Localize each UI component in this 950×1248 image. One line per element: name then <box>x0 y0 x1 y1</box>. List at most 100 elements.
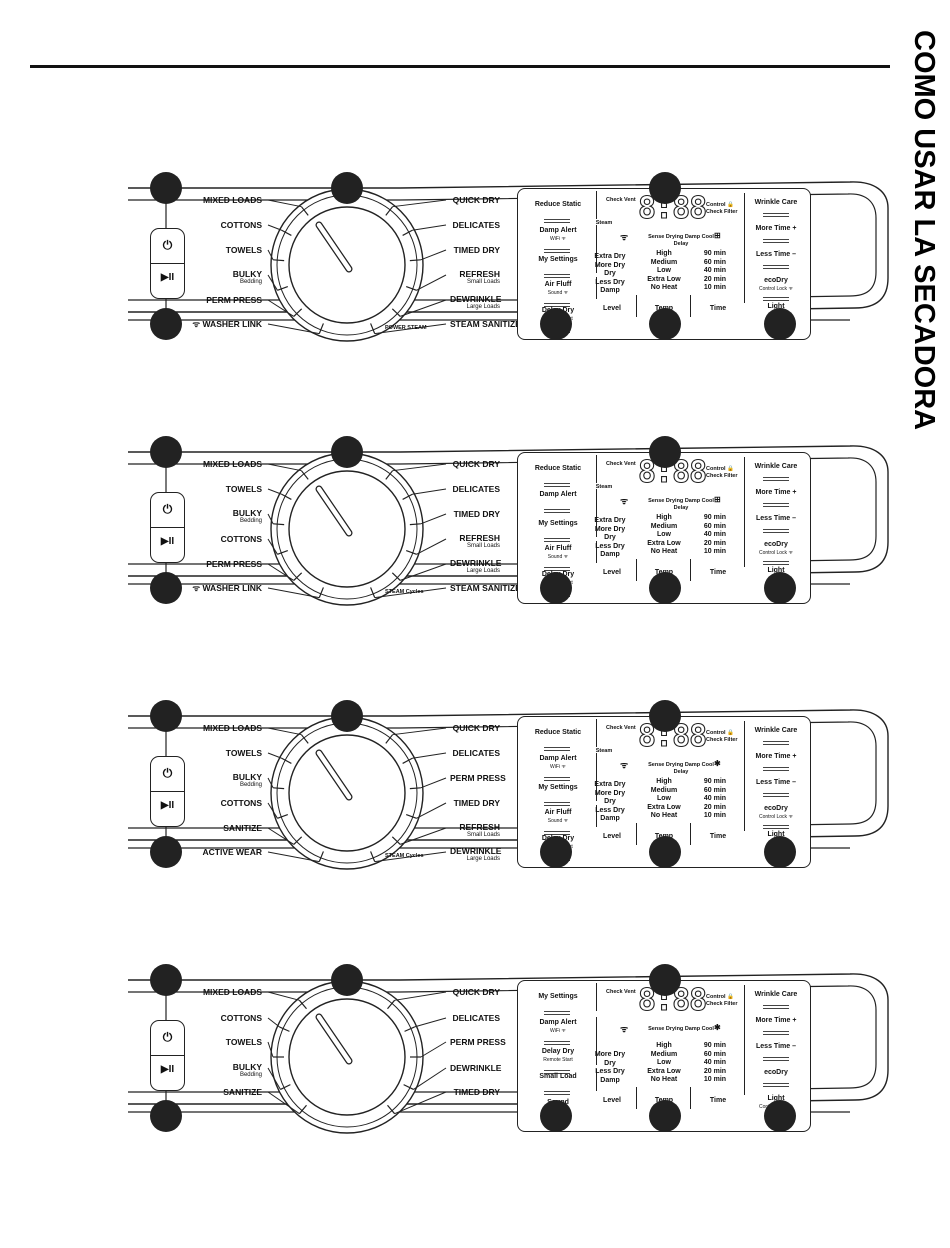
display-more-time--button[interactable]: More Time + <box>748 489 804 498</box>
display-less-time--button[interactable]: Less Time – <box>748 1043 804 1052</box>
display-time-button[interactable]: Time <box>709 833 727 840</box>
display-my-settings-button[interactable]: My Settings <box>526 520 590 529</box>
display-ecodry-button[interactable]: ecoDry <box>748 1069 804 1078</box>
display-level-button[interactable]: Level <box>603 833 621 840</box>
cycle-quick-dry[interactable]: QUICK DRY <box>450 459 500 469</box>
display-my-settings-button[interactable]: My Settings <box>526 993 590 1002</box>
power-icon[interactable]: ⏻ <box>162 766 173 780</box>
level-option: Less Dry <box>595 542 625 550</box>
cycle-cottons[interactable]: COTTONS <box>0 534 262 544</box>
cycle-timed-dry[interactable]: TIMED DRY <box>450 798 500 808</box>
cycle-delicates[interactable]: DELICATES <box>450 484 500 494</box>
cycle-cottons[interactable]: COTTONS <box>0 220 262 230</box>
cycle-timed-dry[interactable]: TIMED DRY <box>450 245 500 255</box>
display-my-settings-button[interactable]: My Settings <box>526 784 590 793</box>
display-time-button[interactable]: Time <box>709 569 727 576</box>
cycle-timed-dry[interactable]: TIMED DRY <box>450 1087 500 1097</box>
cycle-washer-link[interactable]: ᯤ WASHER LINK <box>0 319 262 329</box>
display-reduce-static-button[interactable]: Reduce Static <box>526 201 590 210</box>
display-more-time--button[interactable]: More Time + <box>748 1017 804 1026</box>
display-wrinkle-care-button[interactable]: Wrinkle Care <box>748 727 804 736</box>
power-icon[interactable]: ⏻ <box>162 238 173 252</box>
cycle-delicates[interactable]: DELICATES <box>450 220 500 230</box>
dial-tick <box>277 813 289 819</box>
cycle-mixed-loads[interactable]: MIXED LOADS <box>0 459 262 469</box>
display-my-settings-button[interactable]: My Settings <box>526 256 590 265</box>
display-less-time--button[interactable]: Less Time – <box>748 779 804 788</box>
display-less-time--button[interactable]: Less Time – <box>748 515 804 524</box>
display-more-time--button[interactable]: More Time + <box>748 225 804 234</box>
cycle-mixed-loads[interactable]: MIXED LOADS <box>0 987 262 997</box>
cycle-mixed-loads[interactable]: MIXED LOADS <box>0 723 262 733</box>
display-level-button[interactable]: Level <box>603 569 621 576</box>
cycle-delicates[interactable]: DELICATES <box>450 748 500 758</box>
display-reduce-static-button[interactable]: Reduce Static <box>526 729 590 738</box>
display-light-button[interactable]: Light <box>748 831 804 840</box>
cycle-perm-press[interactable]: PERM PRESS <box>450 1037 506 1047</box>
cycle-perm-press[interactable]: PERM PRESS <box>0 559 262 569</box>
cycle-perm-press[interactable]: PERM PRESS <box>450 773 506 783</box>
display-level-button[interactable]: Level <box>603 1097 621 1104</box>
display-level-button[interactable]: Level <box>603 305 621 312</box>
start-pause-icon[interactable]: ▶II <box>160 272 175 283</box>
power-icon[interactable]: ⏻ <box>162 1030 173 1044</box>
start-pause-icon[interactable]: ▶II <box>160 536 175 547</box>
start-pause-icon[interactable]: ▶II <box>160 1064 175 1075</box>
display-wrinkle-care-button[interactable]: Wrinkle Care <box>748 463 804 472</box>
display-small-load-button[interactable]: Small Load <box>526 1073 590 1082</box>
cycle-steam-sanitize[interactable]: STEAM SANITIZE <box>450 583 521 593</box>
cycle-steam-sanitize[interactable]: STEAM SANITIZE <box>450 319 521 329</box>
display-more-time--button[interactable]: More Time + <box>748 753 804 762</box>
display-reduce-static-button[interactable]: Reduce Static <box>526 465 590 474</box>
cycle-towels[interactable]: TOWELS <box>0 245 262 255</box>
display-damp-alert-button[interactable]: Damp Alert <box>526 491 590 500</box>
display-time-button[interactable]: Time <box>709 305 727 312</box>
cycle-sanitize[interactable]: SANITIZE <box>0 823 262 833</box>
display-light-button[interactable]: Light <box>748 567 804 576</box>
cycle-delicates[interactable]: DELICATES <box>450 1013 500 1023</box>
cycle-cottons[interactable]: COTTONS <box>0 1013 262 1023</box>
cycle-washer-link[interactable]: ᯤ WASHER LINK <box>0 583 262 593</box>
display-less-time--button[interactable]: Less Time – <box>748 251 804 260</box>
display-time-button[interactable]: Time <box>709 1097 727 1104</box>
start-pause-icon[interactable]: ▶II <box>160 800 175 811</box>
cycle-active-wear[interactable]: ACTIVE WEAR <box>0 847 263 857</box>
cycle-cottons[interactable]: COTTONS <box>0 798 262 808</box>
cycle-leader <box>400 827 447 845</box>
display-wrinkle-care-button[interactable]: Wrinkle Care <box>748 199 804 208</box>
cycle-towels[interactable]: TOWELS <box>0 1037 262 1047</box>
display-wrinkle-care-button[interactable]: Wrinkle Care <box>748 991 804 1000</box>
display-light-button[interactable]: Light <box>748 303 804 312</box>
cycle-mixed-loads[interactable]: MIXED LOADS <box>0 195 262 205</box>
cycle-quick-dry[interactable]: QUICK DRY <box>450 195 500 205</box>
cycle-sanitize[interactable]: SANITIZE <box>0 1087 262 1097</box>
cycle-timed-dry[interactable]: TIMED DRY <box>450 509 500 519</box>
cycle-perm-press[interactable]: PERM PRESS <box>0 295 262 305</box>
power-icon[interactable]: ⏻ <box>162 502 173 516</box>
cycle-towels[interactable]: TOWELS <box>0 484 262 494</box>
cycle-quick-dry[interactable]: QUICK DRY <box>450 987 500 997</box>
cycle-dewrinkle[interactable]: DEWRINKLE <box>450 1063 501 1073</box>
cycle-towels[interactable]: TOWELS <box>0 748 262 758</box>
cycle-quick-dry[interactable]: QUICK DRY <box>450 723 500 733</box>
